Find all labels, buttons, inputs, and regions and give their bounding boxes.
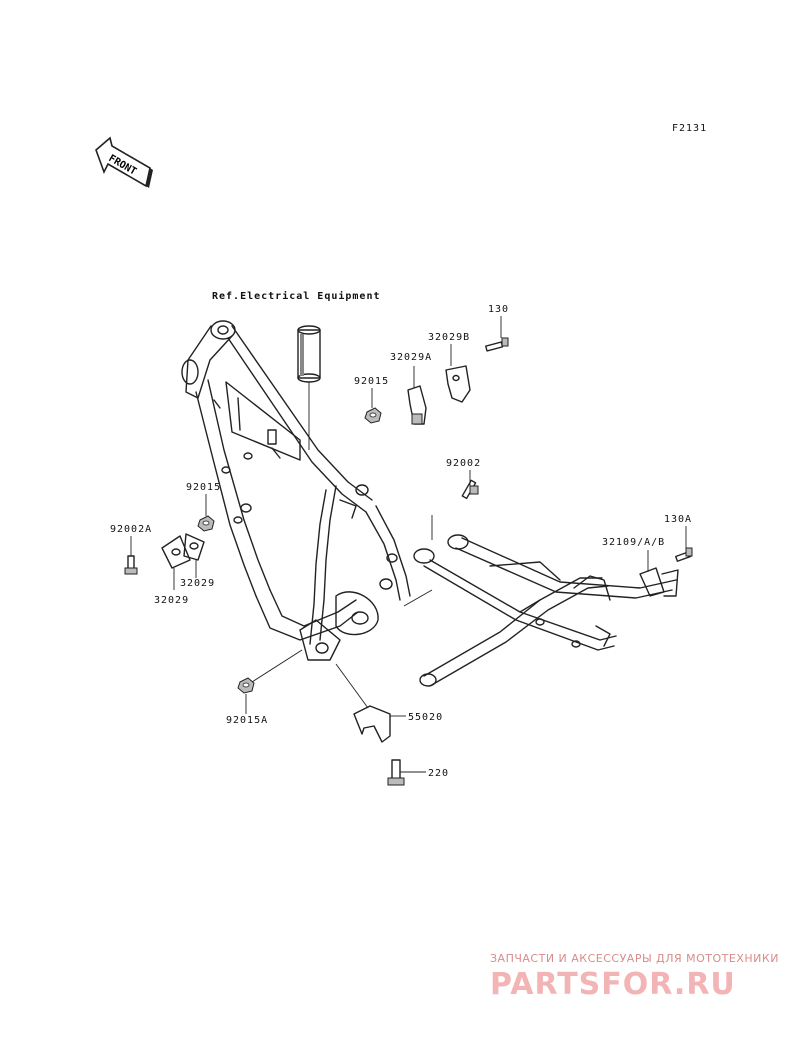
nut-92015a-icon [237, 677, 255, 694]
bolt-92002-icon [461, 479, 479, 500]
nut-92015-top-icon [364, 407, 382, 424]
bracket-32029b-icon [445, 365, 471, 403]
callout-32109: 32109/A/B [602, 537, 665, 548]
callout-130A: 130A [664, 514, 692, 525]
callout-32029A: 32029A [390, 352, 432, 363]
main-frame-drawing [181, 320, 411, 661]
callout-92015-left: 92015 [186, 482, 221, 493]
leader-92015a-frame [251, 649, 303, 683]
callout-92002: 92002 [446, 458, 481, 469]
watermark-subtitle: ЗАПЧАСТИ И АКСЕССУАРЫ ДЛЯ МОТОТЕХНИКИ [490, 952, 779, 965]
plate-32029-icon [161, 533, 205, 569]
leader-55020-frame [335, 663, 369, 709]
callout-55020: 55020 [408, 712, 443, 723]
bracket-32029a-icon [407, 385, 427, 425]
bolt-220-icon [387, 759, 405, 786]
swingarm-drawing [403, 515, 677, 687]
watermark-logo: PARTSFOR.RU [490, 967, 736, 1002]
callout-92015A: 92015A [226, 715, 268, 726]
callout-130: 130 [488, 304, 509, 315]
reference-note: Ref.Electrical Equipment [212, 290, 381, 302]
front-arrow-icon: FRONT [95, 136, 153, 188]
callout-32029-a: 32029 [180, 578, 215, 589]
figure-id: F2131 [672, 123, 707, 134]
callout-220: 220 [428, 768, 449, 779]
bolt-130a-icon [675, 547, 693, 562]
callout-32029-b: 32029 [154, 595, 189, 606]
bracket-32109-icon [639, 567, 679, 597]
callout-32029B: 32029B [428, 332, 470, 343]
nut-92015-left-icon [197, 515, 215, 532]
electrical-equipment-tube [297, 325, 321, 383]
bolt-92002a-icon [124, 555, 138, 575]
bolt-130-icon [485, 337, 509, 352]
callout-92015-top: 92015 [354, 376, 389, 387]
bracket-55020-icon [353, 705, 391, 743]
callout-92002A: 92002A [110, 524, 152, 535]
